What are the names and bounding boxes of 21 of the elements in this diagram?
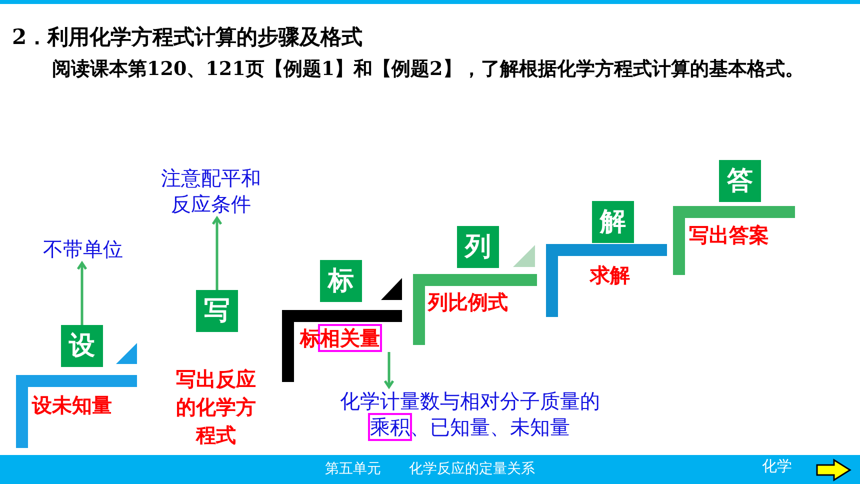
step-badge: 答 [719, 160, 761, 202]
step-badge: 写 [196, 290, 238, 332]
arrow [76, 262, 88, 325]
subject-text: 化学 [762, 456, 792, 476]
step-badge: 解 [592, 201, 634, 243]
note-text: 不带单位 [28, 236, 138, 262]
heading: 2．利用化学方程式计算的步骤及格式 [12, 23, 363, 51]
arrow [384, 352, 394, 388]
step-badge: 列 [457, 226, 499, 268]
step-text: 写出反应的化学方程式 [170, 365, 262, 449]
footer-text: 第五单元 化学反应的定量关系 [324, 460, 536, 479]
step-badge: 设 [61, 325, 103, 367]
note-text: 化学计量数与相对分子质量的乘积、已知量、未知量 [335, 388, 605, 440]
arrow [212, 216, 222, 290]
step-text: 列比例式 [428, 289, 508, 316]
step-text: 写出答案 [689, 222, 769, 249]
step-text: 设未知量 [32, 392, 112, 419]
note-text: 注意配平和反应条件 [152, 165, 270, 217]
step-text: 求解 [590, 262, 630, 289]
step-badge: 标 [320, 260, 362, 302]
instruction-paragraph: 阅读课本第120、121页【例题1】和【例题2】，了解根据化学方程式计算的基本格式。 [51, 57, 805, 82]
